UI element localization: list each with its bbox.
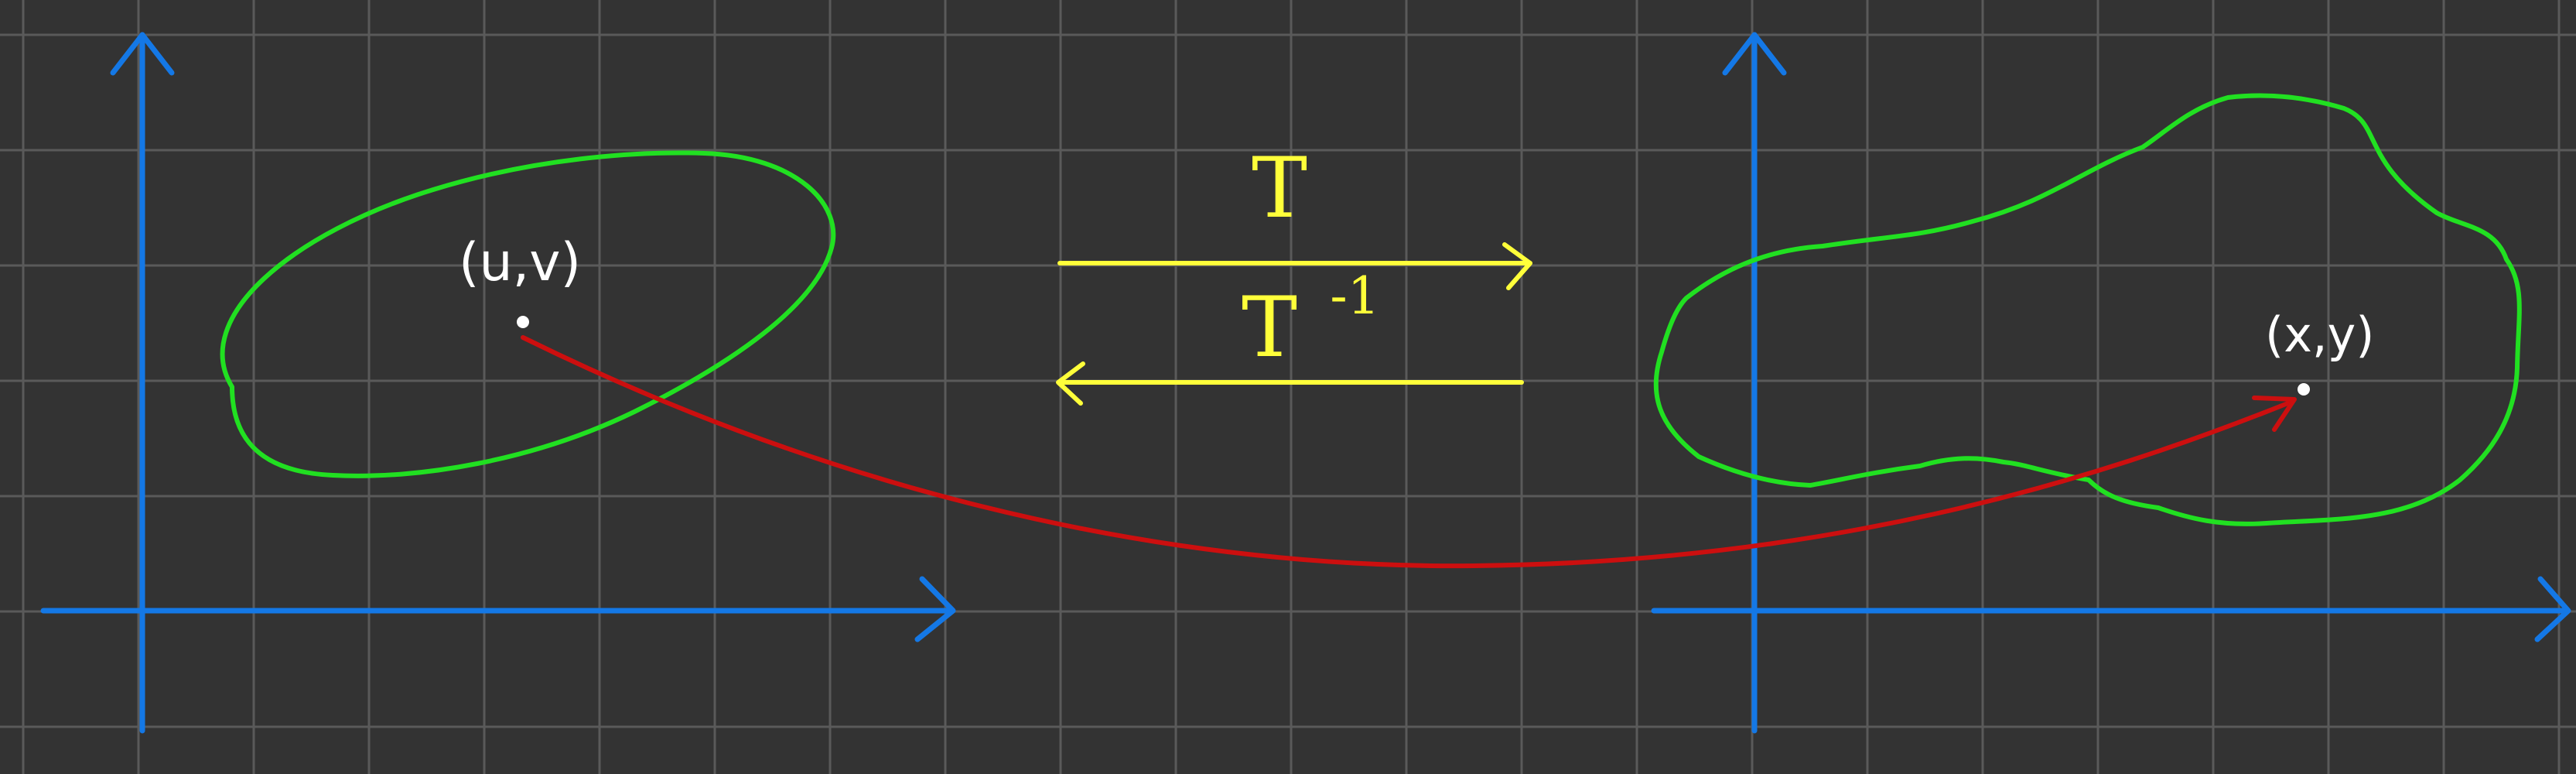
left-point-label: (u,v): [459, 232, 581, 293]
left-uv-plane: (u,v): [40, 32, 956, 734]
right-point-dot: [2298, 383, 2310, 396]
left-horizontal-axis: [40, 576, 956, 642]
inverse-map-arrow: [1056, 361, 1524, 406]
correspondence-curve: [521, 335, 2297, 569]
right-region-blob: [1653, 93, 2522, 526]
inverse-map-exponent: -1: [1330, 266, 1379, 326]
forward-map-arrow: [1057, 242, 1532, 290]
right-xy-plane: (x,y): [1651, 32, 2571, 734]
right-point-label: (x,y): [2265, 307, 2374, 363]
left-region-ellipse: [220, 150, 836, 478]
forward-map-label: T: [1252, 140, 1307, 237]
inverse-map-base: T: [1242, 279, 1297, 376]
left-point-dot: [517, 316, 529, 328]
left-vertical-axis: [110, 32, 175, 734]
right-vertical-axis: [1722, 32, 1787, 734]
right-horizontal-axis: [1651, 576, 2571, 642]
inverse-map-label: T -1: [1242, 266, 1380, 376]
mapping-arrows: T T -1: [1056, 140, 1532, 406]
